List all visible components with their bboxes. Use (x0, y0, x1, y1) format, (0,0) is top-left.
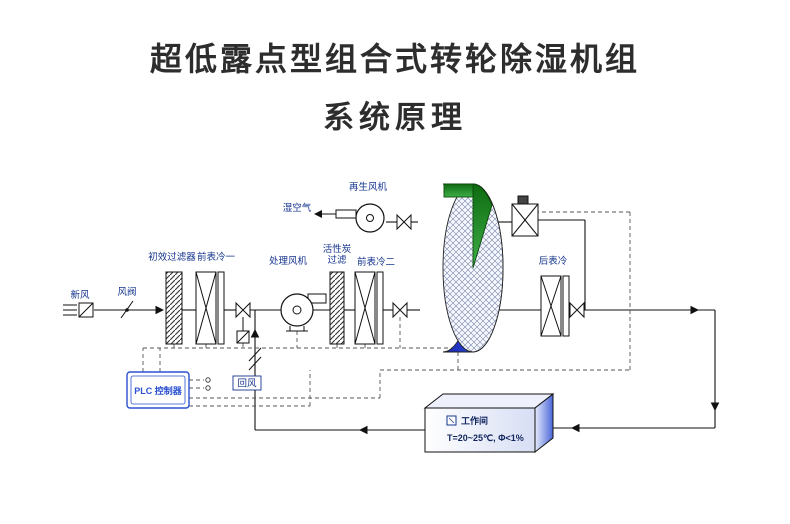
plc-label: PLC 控制器 (134, 385, 183, 396)
sensor-terminal (205, 377, 211, 383)
pre-cooler-2 (354, 271, 384, 345)
cooler-header (376, 271, 384, 345)
return-damper (248, 356, 262, 371)
plc-box-inner (130, 375, 186, 405)
return-damper (248, 347, 262, 362)
page-title: 超低露点型组合式转轮除湿机组 (149, 41, 640, 77)
primary-filter-body (165, 271, 183, 345)
fan-hub (366, 214, 374, 222)
heater-diagonal (511, 203, 539, 237)
plc-controller: PLC 控制器 (126, 371, 190, 409)
fresh-air-inlet (63, 302, 94, 318)
duct-valve-icon (235, 301, 251, 319)
workroom (423, 392, 555, 454)
pre-cooler-2-label: 前表冷二 (357, 256, 395, 268)
after-cooler (540, 275, 570, 337)
after-cooler-label: 后表冷 (539, 255, 568, 267)
control-lines (142, 211, 631, 407)
workroom-top (423, 393, 555, 409)
cooler-diagonal (195, 271, 217, 345)
pre-cooler-1-label: 前表冷一 (197, 251, 236, 263)
carbon-filter-body (329, 271, 345, 345)
cooler-header (217, 271, 225, 345)
air-flow-lines (94, 219, 720, 435)
duct-valve-icon (392, 301, 408, 319)
carbon-filter-label-2: 过滤 (327, 254, 347, 266)
process-fan (280, 293, 327, 332)
drain-diagonal (236, 330, 250, 344)
fresh-air-label: 新风 (70, 289, 90, 301)
workroom-front (424, 407, 536, 453)
wheel-regen-top (443, 183, 474, 198)
regen-fan (335, 203, 385, 233)
duct-valve-icon (396, 213, 412, 231)
air-valve-label: 风阀 (117, 286, 136, 298)
duct-valve-icon (569, 301, 585, 319)
cooler-diagonal (354, 271, 376, 345)
pre-cooler-1 (195, 271, 225, 345)
return-grille-icon-line (448, 417, 455, 424)
process-fan-label: 处理风机 (269, 255, 308, 267)
title-block: 超低露点型组合式转轮除湿机组 系统原理 (0, 34, 790, 137)
regen-heater (511, 195, 539, 237)
return-air-tag (232, 375, 262, 391)
workroom-condition: T=20~25℃, Φ<1% (447, 433, 524, 443)
rotary-wheel (442, 183, 504, 353)
fan-hub (292, 305, 302, 315)
wet-air-label: 湿空气 (283, 202, 312, 214)
inlet-diagonal (78, 302, 94, 318)
return-air-label: 回风 (237, 379, 257, 390)
plc-box-outer (126, 371, 190, 409)
carbon-filter-label-1: 活性炭 (323, 243, 352, 255)
heater-motor (517, 195, 529, 205)
page-subtitle: 系统原理 (323, 100, 467, 135)
cooler-header (562, 275, 570, 337)
cooler-diagonal (540, 275, 562, 337)
primary-filter-label: 初效过滤器 (148, 251, 196, 263)
workroom-label: 工作间 (461, 415, 488, 426)
fan-outlet (335, 209, 357, 219)
sensor-terminal (205, 385, 211, 391)
regen-fan-label: 再生风机 (349, 181, 388, 193)
air-valve-pivot (125, 308, 129, 312)
